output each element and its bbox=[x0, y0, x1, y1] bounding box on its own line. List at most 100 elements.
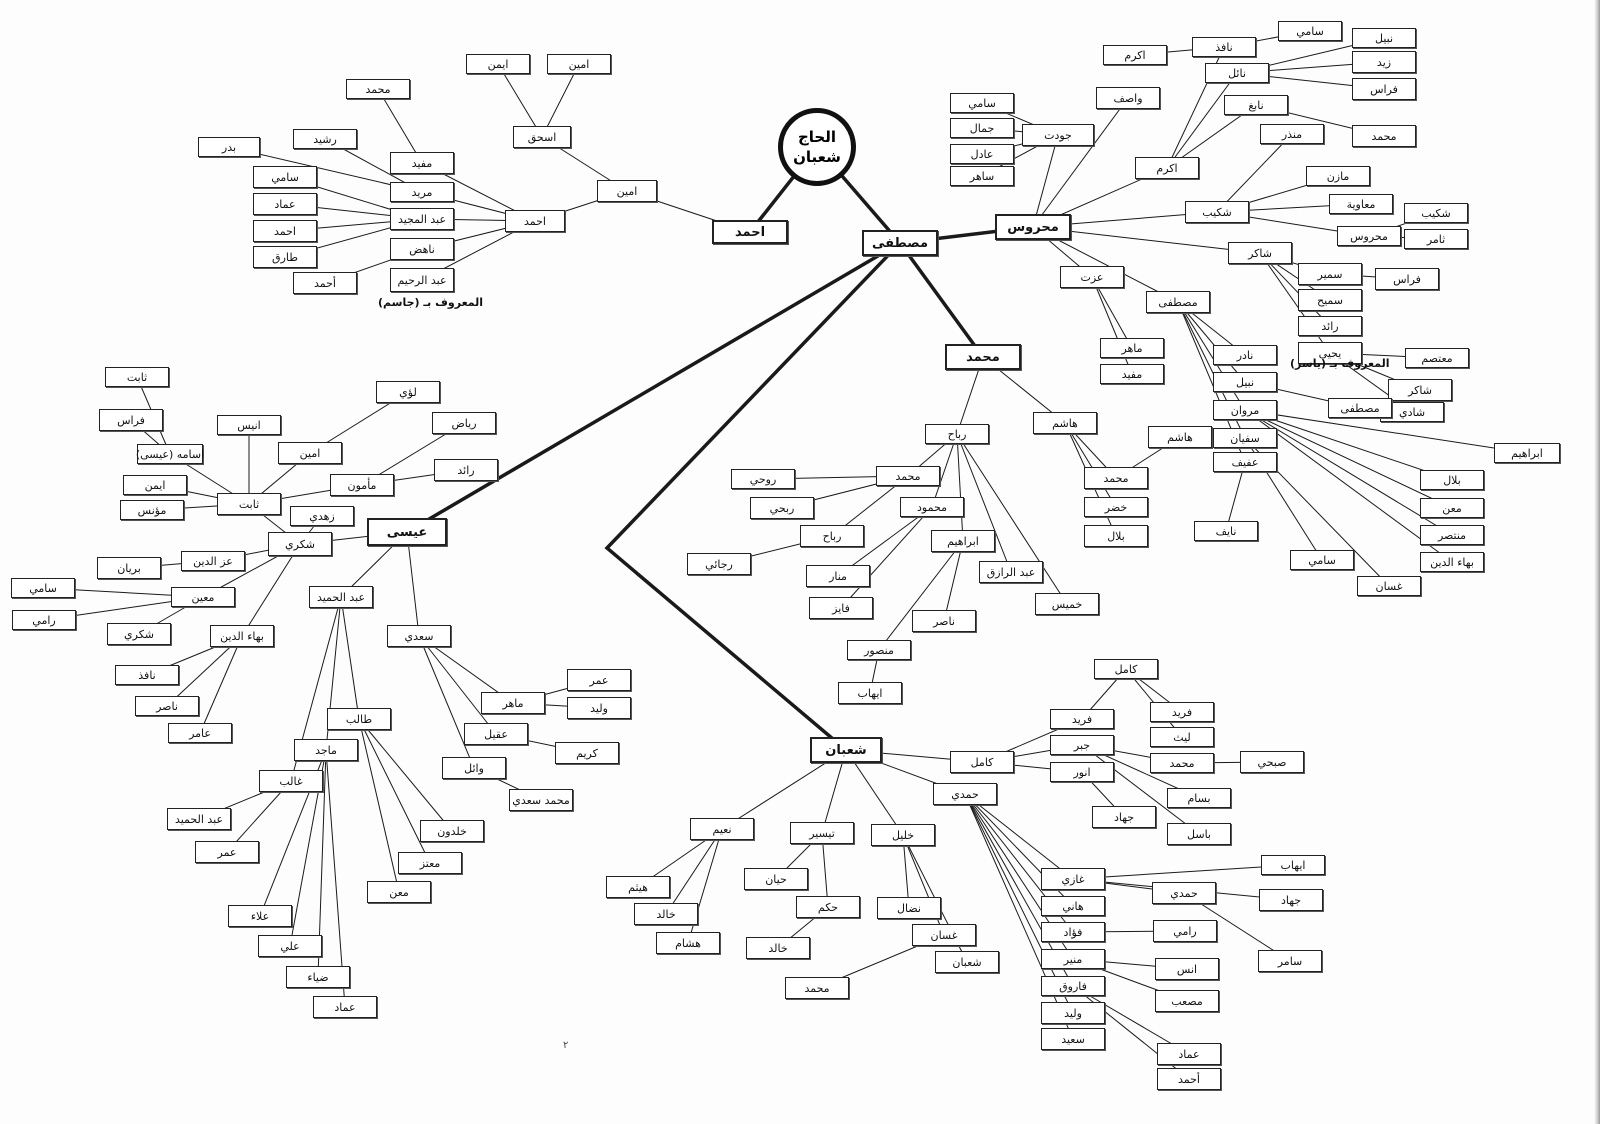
person-node-e-alaa[interactable]: علاء bbox=[228, 905, 292, 927]
person-node-s-ahmad[interactable]: أحمد bbox=[1157, 1068, 1221, 1090]
person-node-h-manar[interactable]: منار bbox=[806, 565, 870, 587]
person-node-e-mounes[interactable]: مؤنس bbox=[120, 500, 184, 520]
person-node-m-afif[interactable]: عفيف bbox=[1213, 452, 1277, 472]
person-node-e-hamid[interactable]: عبد الحميد bbox=[309, 586, 373, 608]
person-node-m-shakib[interactable]: شكيب bbox=[1185, 201, 1249, 223]
person-node-e-walid[interactable]: وليد bbox=[567, 697, 631, 719]
person-node-e-diaa[interactable]: ضياء bbox=[286, 966, 350, 988]
person-node-m-muawia[interactable]: معاوية bbox=[1329, 194, 1393, 214]
person-node-a-amin[interactable]: امين bbox=[597, 180, 657, 202]
person-node-e-rami[interactable]: رامي bbox=[12, 610, 76, 630]
person-node-s-munir[interactable]: منير bbox=[1041, 949, 1105, 969]
person-node-s-khaled[interactable]: خالد bbox=[634, 903, 698, 925]
person-node-m-munther[interactable]: منذر bbox=[1260, 124, 1324, 144]
person-node-h-muh2[interactable]: محمد bbox=[1084, 467, 1148, 489]
person-node-h-muh[interactable]: محمد bbox=[945, 344, 1021, 370]
person-node-e-ayman[interactable]: ايمن bbox=[123, 475, 187, 495]
person-node-m-nafez[interactable]: نافذ bbox=[1192, 37, 1256, 57]
person-node-e-thabet[interactable]: ثابت bbox=[217, 493, 281, 515]
person-node-m-mustafa2[interactable]: مصطفى bbox=[1328, 398, 1392, 418]
person-node-e-mamoun[interactable]: مأمون bbox=[330, 474, 394, 496]
person-node-m-mufid[interactable]: مفيد bbox=[1100, 364, 1164, 384]
person-node-e-shukri[interactable]: شكري bbox=[268, 532, 332, 556]
person-node-s-khalil[interactable]: خليل bbox=[871, 824, 935, 846]
person-node-s-walid[interactable]: وليد bbox=[1041, 1002, 1105, 1024]
person-node-s-shaban2[interactable]: شعبان bbox=[935, 951, 999, 973]
person-node-m-firas[interactable]: فراس bbox=[1352, 78, 1416, 100]
person-node-s-anas[interactable]: انس bbox=[1155, 958, 1219, 980]
person-node-e-anis[interactable]: انيس bbox=[217, 415, 281, 435]
person-node-m-saher[interactable]: ساهر bbox=[950, 166, 1014, 186]
person-node-e-sami[interactable]: سامي bbox=[11, 578, 75, 598]
person-node-m-maan[interactable]: معن bbox=[1420, 498, 1484, 518]
person-node-h-hashem[interactable]: هاشم bbox=[1033, 412, 1097, 434]
person-node-m-nael[interactable]: نائل bbox=[1205, 63, 1269, 83]
person-node-a-tariq[interactable]: طارق bbox=[253, 246, 317, 268]
person-node-m-mutasem[interactable]: معتصم bbox=[1405, 348, 1469, 368]
person-node-s-muh[interactable]: محمد bbox=[785, 977, 849, 999]
person-node-m-raed[interactable]: رائد bbox=[1298, 316, 1362, 336]
person-node-a-ishaq[interactable]: اسحق bbox=[513, 126, 571, 148]
person-node-m-samih[interactable]: سميح bbox=[1298, 289, 1362, 311]
person-node-s-jihad[interactable]: جهاد bbox=[1092, 806, 1156, 828]
person-node-e-nafez[interactable]: نافذ bbox=[115, 665, 179, 685]
person-node-m-muntaser[interactable]: منتصر bbox=[1420, 525, 1484, 545]
person-node-s-rami[interactable]: رامي bbox=[1153, 920, 1217, 942]
person-node-h-mahmoud[interactable]: محمود bbox=[900, 497, 964, 517]
person-node-h-nasser[interactable]: ناصر bbox=[912, 610, 976, 632]
person-node-m-mahrous2[interactable]: محروس bbox=[1337, 226, 1401, 246]
person-node-e-ali[interactable]: علي bbox=[258, 935, 322, 957]
person-node-h-bilal[interactable]: بلال bbox=[1084, 525, 1148, 547]
person-node-m-ghassan[interactable]: غسان bbox=[1357, 576, 1421, 596]
person-node-s-laith[interactable]: ليث bbox=[1150, 727, 1214, 747]
person-node-s-anwar[interactable]: انور bbox=[1050, 762, 1114, 782]
person-node-e-amin[interactable]: امين bbox=[278, 442, 342, 464]
person-node-s-musab[interactable]: مصعب bbox=[1155, 990, 1219, 1012]
person-node-a-rahim[interactable]: عبد الرحيم bbox=[390, 268, 454, 292]
person-node-s-kamel2[interactable]: كامل bbox=[1094, 659, 1158, 679]
person-node-m-muh[interactable]: محمد bbox=[1352, 125, 1416, 147]
person-node-m-mazen[interactable]: مازن bbox=[1306, 166, 1370, 186]
person-node-h-muh3[interactable]: محمد bbox=[876, 466, 940, 486]
person-node-e-firas[interactable]: فراس bbox=[99, 409, 163, 431]
person-node-m-izzat[interactable]: عزت bbox=[1060, 266, 1124, 288]
person-node-m-maher[interactable]: ماهر bbox=[1100, 338, 1164, 358]
person-node-s-farid2[interactable]: فريد bbox=[1150, 702, 1214, 722]
person-node-s-hamdi[interactable]: حمدي bbox=[933, 783, 997, 805]
person-node-e-imad[interactable]: عماد bbox=[313, 996, 377, 1018]
person-node-e-raed[interactable]: رائد bbox=[434, 459, 498, 481]
person-node-e-muhsaadi[interactable]: محمد سعدي bbox=[509, 789, 573, 811]
person-node-h-rajai[interactable]: رجائي bbox=[687, 553, 751, 575]
person-node-e-isa[interactable]: عيسى bbox=[367, 518, 447, 546]
person-node-s-basel[interactable]: باسل bbox=[1167, 823, 1231, 845]
person-node-e-omar2[interactable]: عمر bbox=[567, 669, 631, 691]
person-node-a-ayman[interactable]: ايمن bbox=[466, 54, 530, 74]
person-node-m-sami3[interactable]: سامي bbox=[1290, 550, 1354, 570]
person-node-e-thabet2[interactable]: ثابت bbox=[105, 367, 169, 387]
person-node-m-mustafa[interactable]: مصطفى bbox=[1146, 291, 1210, 313]
person-node-e-shukri2[interactable]: شكري bbox=[107, 623, 171, 645]
person-node-e-luay[interactable]: لؤي bbox=[376, 381, 440, 403]
person-node-s-saeed[interactable]: سعيد bbox=[1041, 1028, 1105, 1050]
person-node-e-amer[interactable]: عامر bbox=[168, 723, 232, 743]
person-node-m-nabil[interactable]: نبيل bbox=[1352, 28, 1416, 48]
person-node-s-taysir[interactable]: تيسير bbox=[790, 822, 854, 844]
person-node-e-mutaz[interactable]: معتز bbox=[398, 852, 462, 874]
person-node-h-razeq[interactable]: عبد الرازق bbox=[979, 561, 1043, 583]
person-node-e-aqil[interactable]: عقيل bbox=[464, 723, 528, 745]
person-node-m-mahrous[interactable]: محروس bbox=[995, 214, 1071, 240]
person-node-e-wael[interactable]: وائل bbox=[442, 757, 506, 779]
person-node-s-ghazi[interactable]: غازي bbox=[1041, 868, 1105, 890]
person-node-s-khaled2[interactable]: خالد bbox=[746, 937, 810, 959]
root-ancestor-circle[interactable]: الحاج شعبان bbox=[778, 108, 856, 186]
person-node-e-izz[interactable]: عز الدين bbox=[181, 551, 245, 571]
person-node-a-imad[interactable]: عماد bbox=[253, 193, 317, 215]
person-node-s-imad[interactable]: عماد bbox=[1157, 1043, 1221, 1065]
person-node-s-ghassan[interactable]: غسان bbox=[912, 924, 976, 946]
person-node-a-nahid[interactable]: ناهض bbox=[390, 238, 454, 260]
person-node-s-hakam[interactable]: حكم bbox=[796, 896, 860, 918]
person-node-a-majid[interactable]: عبد المجيد bbox=[390, 208, 454, 230]
person-node-m-samir[interactable]: سمير bbox=[1298, 263, 1362, 285]
person-node-e-bahaa[interactable]: بهاء الدين bbox=[210, 625, 274, 647]
person-node-s-jabr[interactable]: جبر bbox=[1050, 735, 1114, 755]
